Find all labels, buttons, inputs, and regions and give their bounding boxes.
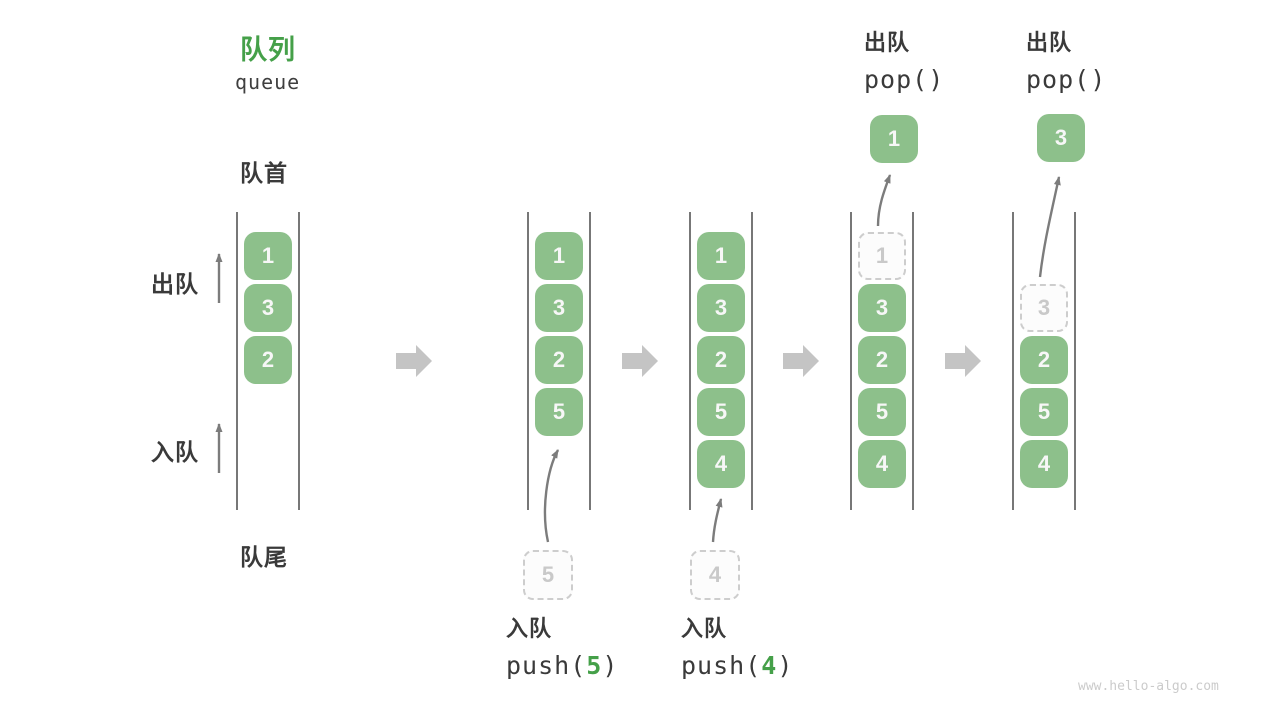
queue-element: 2: [535, 336, 583, 384]
operation-caption: 出队 pop(): [864, 29, 944, 95]
code-text: ): [602, 651, 619, 680]
push5-arrow: [543, 449, 560, 543]
operation-caption: 入队 push(5): [506, 615, 618, 681]
push4-arrow: [711, 498, 723, 543]
code-text: ): [777, 651, 794, 680]
queue-element: 2: [858, 336, 906, 384]
step-arrow-icons: [396, 345, 981, 377]
code-text: push(: [506, 651, 587, 680]
queue-element: 3: [858, 284, 906, 332]
code-argument: 4: [761, 651, 778, 680]
front-label: 队首: [240, 160, 288, 186]
dequeue-side-label: 出队: [151, 271, 199, 297]
code-text: pop(): [864, 65, 945, 94]
queue-walls: [236, 212, 1076, 510]
pop3-arrow: [1038, 176, 1061, 278]
pop1-arrow: [876, 174, 892, 227]
operation-label: 入队: [681, 616, 728, 641]
pending-element: 4: [690, 550, 740, 600]
watermark: www.hello-algo.com: [1078, 679, 1219, 694]
queue-element: 5: [1020, 388, 1068, 436]
operation-code: push(5): [506, 651, 618, 681]
queue-element: 4: [697, 440, 745, 488]
step-arrow-icon: [396, 345, 432, 377]
code-argument: 5: [586, 651, 603, 680]
queue-element: 2: [244, 336, 292, 384]
step-arrow-icon: [945, 345, 981, 377]
enqueue-side-label: 入队: [151, 439, 199, 465]
queue-element: 2: [697, 336, 745, 384]
queue-element: 4: [1020, 440, 1068, 488]
operation-caption: 入队 push(4): [681, 615, 793, 681]
queue-element: 1: [535, 232, 583, 280]
code-text: pop(): [1026, 65, 1107, 94]
operation-label: 出队: [864, 30, 911, 55]
operation-label: 入队: [506, 616, 553, 641]
removed-slot: 3: [1020, 284, 1068, 332]
queue-element: 5: [858, 388, 906, 436]
popped-element: 1: [870, 115, 918, 163]
code-text: push(: [681, 651, 762, 680]
queue-element: 1: [697, 232, 745, 280]
queue-element: 4: [858, 440, 906, 488]
pending-element: 5: [523, 550, 573, 600]
operation-arrows: [543, 174, 1061, 543]
queue-element: 3: [697, 284, 745, 332]
diagram-subtitle: queue: [235, 70, 301, 94]
queue-element: 5: [697, 388, 745, 436]
popped-element: 3: [1037, 114, 1085, 162]
queue-element: 3: [535, 284, 583, 332]
step-arrow-icon: [622, 345, 658, 377]
operation-label: 出队: [1026, 30, 1073, 55]
queue-element: 1: [244, 232, 292, 280]
queue-element: 3: [244, 284, 292, 332]
operation-caption: 出队 pop(): [1026, 29, 1106, 95]
rear-label: 队尾: [240, 544, 288, 570]
operation-code: pop(): [864, 65, 944, 95]
operation-code: pop(): [1026, 65, 1106, 95]
queue-element: 5: [535, 388, 583, 436]
step-arrow-icon: [783, 345, 819, 377]
queue-element: 2: [1020, 336, 1068, 384]
diagram-title: 队列: [240, 35, 296, 65]
operation-code: push(4): [681, 651, 793, 681]
removed-slot: 1: [858, 232, 906, 280]
